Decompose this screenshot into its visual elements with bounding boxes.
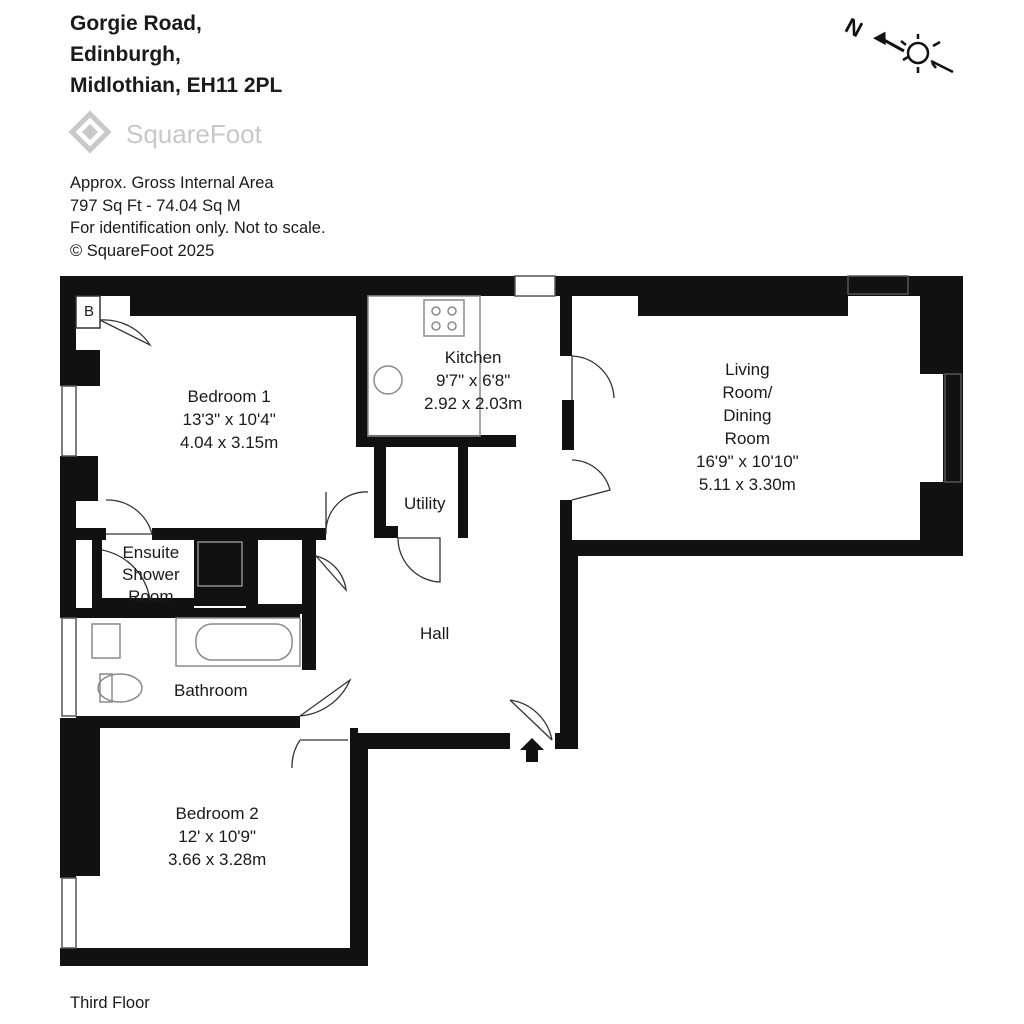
ensuite-name-2: Shower [122, 565, 180, 584]
north-arrow-icon [873, 31, 886, 46]
area-note: For identification only. Not to scale. [70, 219, 326, 237]
squarefoot-logo-mark [68, 110, 112, 154]
address-line-3: Midlothian, EH11 2PL [70, 74, 283, 97]
bedroom-2-label: Bedroom 2 12' x 10'9" 3.66 x 3.28m [168, 802, 266, 871]
address-line-1: Gorgie Road, [70, 12, 202, 35]
bathroom-label: Bathroom [174, 679, 248, 702]
hall-label: Hall [420, 622, 449, 645]
ensuite-label: Ensuite Shower Room [122, 542, 180, 608]
bedroom-2-name: Bedroom 2 [175, 804, 259, 823]
area-info: Approx. Gross Internal Area 797 Sq Ft - … [70, 172, 326, 262]
living-room-name-2: Room/ [722, 383, 773, 402]
exterior-walls [60, 276, 963, 966]
kitchen-label: Kitchen 9'7" x 6'8" 2.92 x 2.03m [424, 346, 522, 415]
utility-label: Utility [404, 492, 446, 515]
basin-icon [91, 623, 121, 659]
toilet-icon [97, 673, 143, 703]
utility-name: Utility [404, 494, 446, 513]
kitchen-name: Kitchen [444, 348, 502, 367]
bedroom-1-label: Bedroom 1 13'3" x 10'4" 4.04 x 3.15m [180, 385, 278, 454]
fixtures [75, 295, 481, 703]
interior-walls [60, 296, 574, 738]
floor-label: Third Floor [70, 994, 150, 1012]
kitchen-metric: 2.92 x 2.03m [424, 394, 523, 413]
bathtub-icon [175, 617, 301, 667]
entrance-arrow-icon [520, 738, 544, 762]
living-room-name-4: Room [724, 429, 771, 448]
boiler-cupboard [75, 295, 101, 329]
bedroom-1-imperial: 13'3" x 10'4" [182, 410, 276, 429]
ensuite-name-1: Ensuite [122, 543, 180, 562]
doors [99, 319, 615, 769]
area-label: Approx. Gross Internal Area [70, 174, 274, 192]
living-room-label: Living Room/ Dining Room 16'9" x 10'10" … [696, 358, 799, 496]
bathroom-name: Bathroom [174, 681, 248, 700]
bedroom-1-name: Bedroom 1 [187, 387, 271, 406]
kitchen-counter [367, 295, 481, 437]
bedroom-2-metric: 3.66 x 3.28m [168, 850, 267, 869]
windows [61, 275, 962, 949]
living-room-name-3: Dining [723, 406, 772, 425]
shower-tray-icon [197, 541, 243, 587]
living-room-name-1: Living [725, 360, 770, 379]
sink-icon [373, 365, 403, 395]
boiler-label: B [84, 303, 95, 320]
squarefoot-logo: SquareFoot [68, 110, 263, 154]
property-address: Gorgie Road, Edinburgh, Midlothian, EH11… [70, 8, 282, 101]
living-room-imperial: 16'9" x 10'10" [696, 452, 799, 471]
bedroom-1-metric: 4.04 x 3.15m [180, 433, 279, 452]
squarefoot-logo-text: SquareFoot [126, 119, 263, 149]
hall-name: Hall [420, 624, 450, 643]
kitchen-imperial: 9'7" x 6'8" [435, 371, 511, 390]
ensuite-name-3: Room [128, 587, 174, 606]
area-size: 797 Sq Ft - 74.04 Sq M [70, 196, 241, 215]
hob-icon [423, 299, 465, 337]
compass-sun-icon: N [841, 13, 954, 74]
address-line-2: Edinburgh, [70, 43, 181, 66]
living-room-metric: 5.11 x 3.30m [698, 475, 796, 494]
area-copyright: © SquareFoot 2025 [70, 241, 215, 260]
bedroom-2-imperial: 12' x 10'9" [178, 827, 257, 846]
